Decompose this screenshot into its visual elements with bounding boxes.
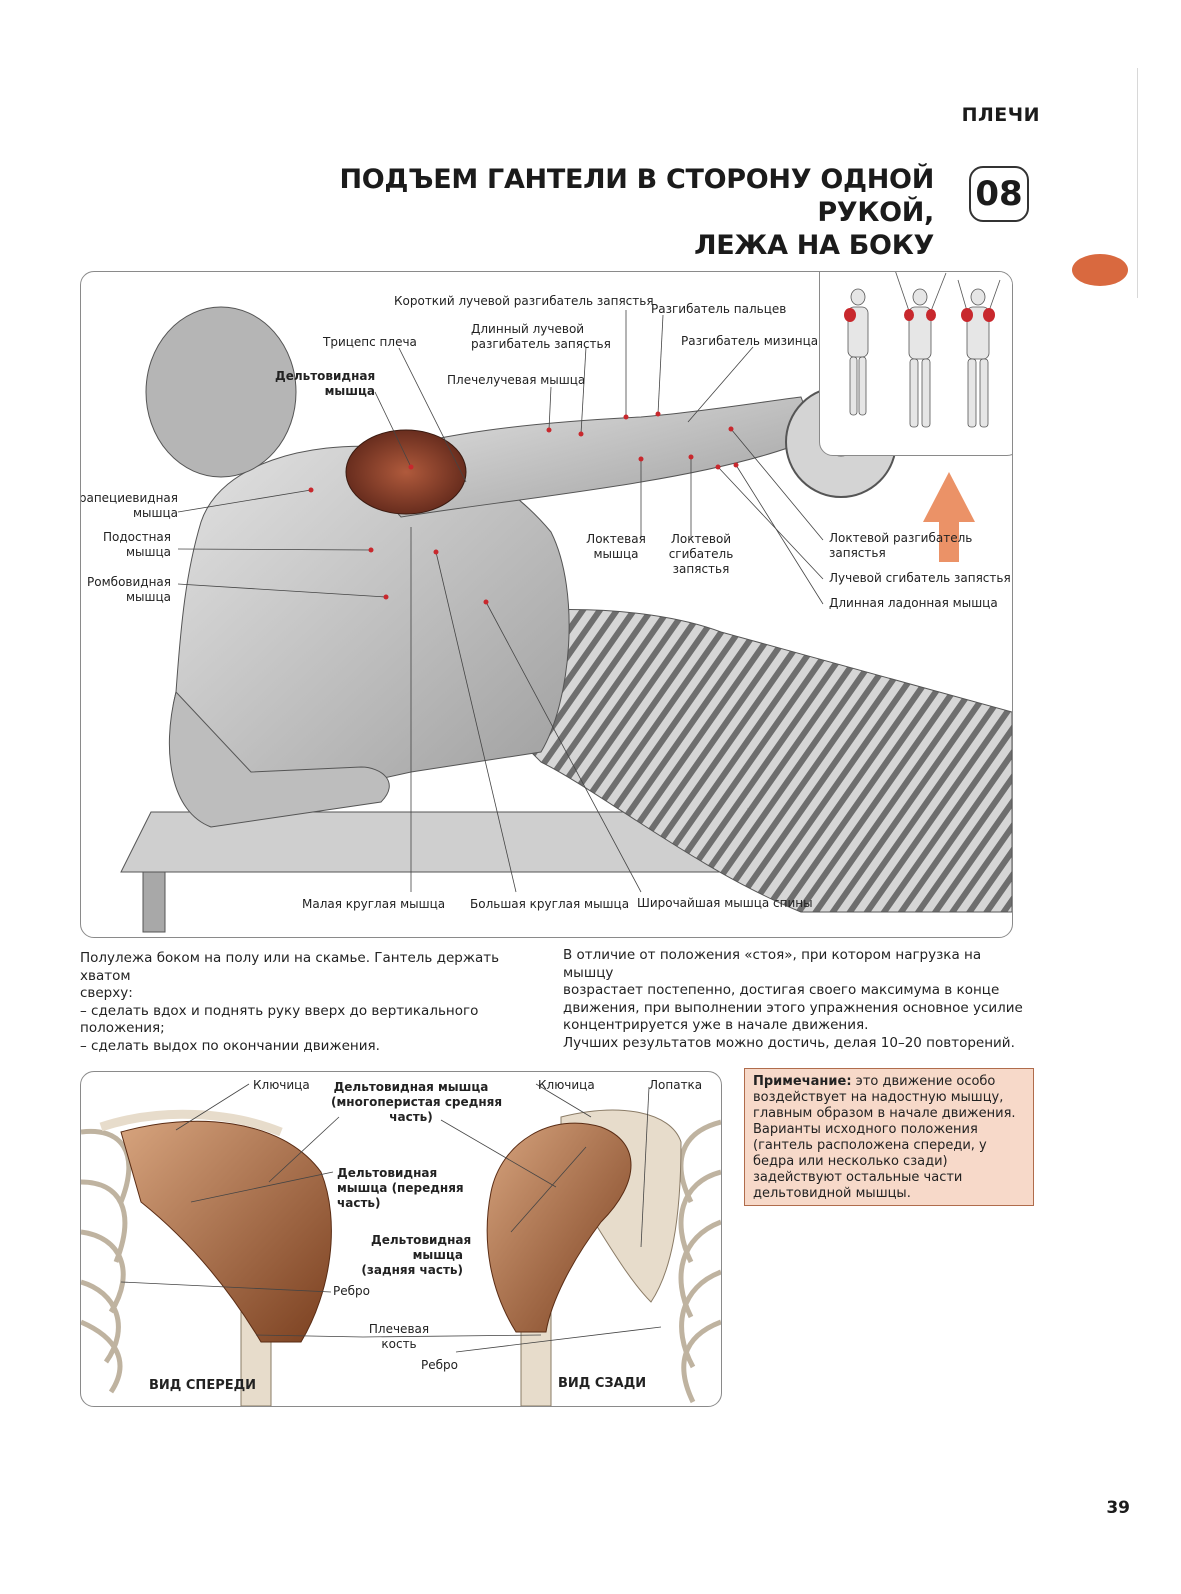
label-ulnar-extensor-line-1: Локтевой разгибатель [829,531,973,545]
muscle-markers [308,411,739,605]
label-rhomboid-line-2: мышца [125,590,171,604]
note-heading: Примечание: [753,1074,852,1089]
label-palmaris-longus: Длинная ладонная мышца [829,596,998,610]
back-view-ribs [678,1119,721,1404]
front-view-ribs [81,1128,132,1394]
label-ulnar-flexor-line-2: сгибатель [668,547,734,561]
exercise-title-line-2: ЛЕЖА НА БОКУ [694,230,934,261]
shoulder-leader-lines [120,1083,662,1353]
section-title: ПЛЕЧИ [961,104,1040,126]
caption-back-view: ВИД СЗАДИ [558,1376,647,1391]
bench-leg [142,871,166,933]
label-finger-extensor: Разгибатель пальцев [651,302,787,316]
caption-front-view: ВИД СПЕРЕДИ [149,1378,257,1393]
label-latissimus: Широчайшая мышца спины [637,896,813,910]
label-anconeus-line-2: мышца [593,547,639,561]
label-long-radial-extensor-line-1: Длинный лучевой [471,322,585,336]
main-illustration-panel: Короткий лучевой разгибатель запястья Ра… [80,271,1013,938]
note-text: это движение особо воздействует на надос… [753,1074,1016,1201]
label-infraspinatus-line-1: Подостная [102,530,171,544]
back-view-deltoid [486,1122,632,1333]
label-teres-major: Большая круглая мышца [470,897,630,911]
exercise-title-line-1: ПОДЪЕМ ГАНТЕЛИ В СТОРОНУ ОДНОЙ РУКОЙ, [339,164,934,228]
label-deltoid-front-line-3: часть) [337,1196,381,1210]
note-box: Примечание: это движение особо воздейств… [744,1068,1034,1206]
label-ulnar-flexor-line-1: Локтевой [670,532,732,546]
label-brachioradialis: Плечелучевая мышца [447,373,586,387]
label-trapezius-line-1: Трапециевидная [80,491,178,505]
chapter-color-tab [1072,254,1128,286]
label-humerus-line-2: кость [381,1337,417,1351]
label-rib-2: Ребро [421,1358,458,1372]
label-humerus-line-1: Плечевая [368,1322,430,1336]
muscle-map-inset [819,272,1012,456]
label-little-finger-extensor: Разгибатель мизинца [681,334,819,348]
label-leader-lines [177,310,824,893]
label-triceps: Трицепс плеча [323,335,417,349]
label-long-radial-extensor-line-2: разгибатель запястья [471,337,611,351]
head [145,306,297,478]
supporting-arm [168,690,390,828]
label-teres-minor: Малая круглая мышца [302,897,446,911]
label-deltoid-middle-line-3: часть) [389,1110,433,1124]
label-short-radial-extensor: Короткий лучевой разгибатель запястья [394,294,654,308]
label-deltoid-middle-line-1: Дельтовидная мышца [333,1080,489,1094]
label-deltoid-line-2: мышца [324,384,375,398]
label-ulnar-extensor-line-2: запястья [829,546,886,560]
label-clavicle-front: Ключица [253,1078,310,1092]
label-deltoid-back-line-2: мышца [412,1248,463,1262]
label-trapezius-line-2: мышца [132,506,178,520]
movement-arrow-icon [923,472,975,562]
label-anconeus-line-1: Локтевая [586,532,646,546]
label-deltoid-back-line-1: Дельтовидная [371,1233,472,1247]
label-infraspinatus-line-2: мышца [125,545,171,559]
front-view-clavicle [99,1109,283,1137]
exercise-title: ПОДЪЕМ ГАНТЕЛИ В СТОРОНУ ОДНОЙ РУКОЙ, ЛЕ… [300,163,934,262]
page-edge-line [1137,68,1138,298]
label-deltoid-front-line-1: Дельтовидная [337,1166,438,1180]
shoulder-anatomy-panel: Ключица Дельтовидная мышца (многопериста… [80,1071,722,1407]
label-radial-flexor: Лучевой сгибатель запястья [829,571,1011,585]
exercise-instructions: Полулежа боком на полу или на скамье. Га… [80,950,500,1054]
exercise-explanation: В отличие от положения «стоя», при котор… [563,947,1023,1051]
label-rhomboid-line-1: Ромбовидная [87,575,171,589]
label-deltoid-line-1: Дельтовидная [275,369,376,383]
label-deltoid-middle-line-2: (многоперистая средняя [331,1095,503,1109]
deltoid-muscle [345,429,467,515]
torso [170,445,570,813]
page-number: 39 [1106,1498,1130,1518]
label-ulnar-flexor-line-3: запястья [672,562,730,576]
exercise-number-badge: 08 [969,166,1029,222]
label-deltoid-back-line-3: (задняя часть) [361,1263,463,1277]
shoulder-anatomy-illustration [81,1083,721,1406]
label-rib-1: Ребро [333,1284,370,1298]
label-clavicle-back: Ключица [538,1078,595,1092]
label-scapula: Лопатка [649,1078,703,1092]
label-deltoid-front-line-2: мышца (передняя [337,1181,464,1195]
muscle-map-figures [844,272,1001,428]
front-view-deltoid [120,1120,332,1343]
